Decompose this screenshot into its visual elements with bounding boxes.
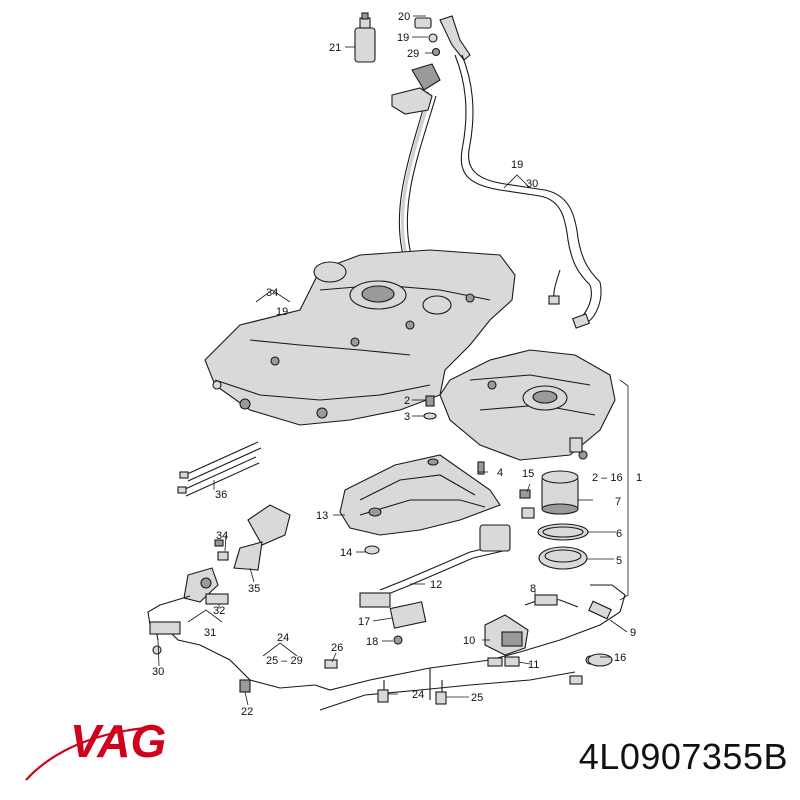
callout-30-bot: 30	[526, 178, 538, 190]
callout-9: 9	[630, 627, 636, 639]
callout-16: 16	[614, 652, 626, 664]
callout-8: 8	[530, 583, 536, 595]
callout-27: 25	[471, 692, 483, 704]
filler-neck-assembly	[391, 15, 602, 329]
callout-17: 17	[358, 616, 370, 628]
part-36-straps	[177, 441, 262, 497]
callout-36: 36	[215, 489, 227, 501]
part-4-bolt	[477, 461, 485, 475]
part-14-washer	[364, 545, 380, 555]
part-18-screw	[393, 635, 403, 645]
callout-15: 15	[522, 468, 534, 480]
callout-25-29: 25 – 29	[266, 655, 303, 667]
part-number: 4L0907355B	[578, 736, 788, 777]
lower-wiring-and-lines	[147, 584, 626, 711]
callout-14: 14	[340, 547, 352, 559]
callout-31: 31	[204, 627, 216, 639]
part-22-canister	[354, 12, 376, 63]
part-8-11-fuel-filter	[484, 594, 613, 685]
callout-11: 11	[528, 659, 539, 671]
callout-19-top: 19	[511, 159, 523, 171]
callout-4: 4	[497, 467, 503, 479]
callout-18: 18	[366, 636, 378, 648]
callout-35: 35	[248, 583, 260, 595]
callout-12: 12	[430, 579, 442, 591]
callout-20: 19	[397, 32, 409, 44]
callout-labels: 20 19 29 21 19 30 34 19 2 3 4 15 2 – 16 …	[152, 11, 642, 718]
callout-30: 29	[407, 48, 419, 60]
callout-2-16: 2 – 16	[592, 472, 623, 484]
leader-lines	[157, 15, 628, 706]
callout-29: 30	[152, 666, 164, 678]
fuel-pump-assembly	[519, 470, 589, 570]
callout-26: 24	[412, 689, 424, 701]
part-26-27-28-clips	[324, 659, 447, 705]
callout-25: 22	[241, 706, 253, 718]
part-31-32-33-connector	[183, 539, 229, 605]
callout-28: 26	[331, 642, 343, 654]
vag-logo: VAG	[25, 715, 166, 781]
callout-19-lower: 19	[276, 306, 288, 318]
callout-21: 20	[398, 11, 410, 23]
callout-3: 3	[404, 411, 410, 423]
callout-22: 21	[329, 42, 341, 54]
callout-6: 6	[616, 528, 622, 540]
callout-1: 1	[636, 472, 642, 484]
callout-10: 10	[463, 635, 475, 647]
callout-5: 5	[616, 555, 622, 567]
logo-text: VAG	[70, 715, 166, 767]
fuel-tank	[204, 249, 616, 461]
part-2-3-fasteners	[423, 395, 437, 420]
logo-swoosh	[25, 725, 159, 781]
callout-24: 24	[277, 632, 289, 644]
part-12-17-harness	[359, 524, 511, 629]
callout-32: 32	[213, 605, 225, 617]
part-35-flange	[233, 504, 291, 571]
callout-33: 34	[216, 530, 228, 542]
callout-13: 13	[316, 510, 328, 522]
range-braces	[187, 174, 629, 657]
callout-34: 34	[266, 287, 278, 299]
callout-2: 2	[404, 395, 410, 407]
callout-7: 7	[615, 496, 621, 508]
part-13-heat-shield	[339, 454, 501, 536]
